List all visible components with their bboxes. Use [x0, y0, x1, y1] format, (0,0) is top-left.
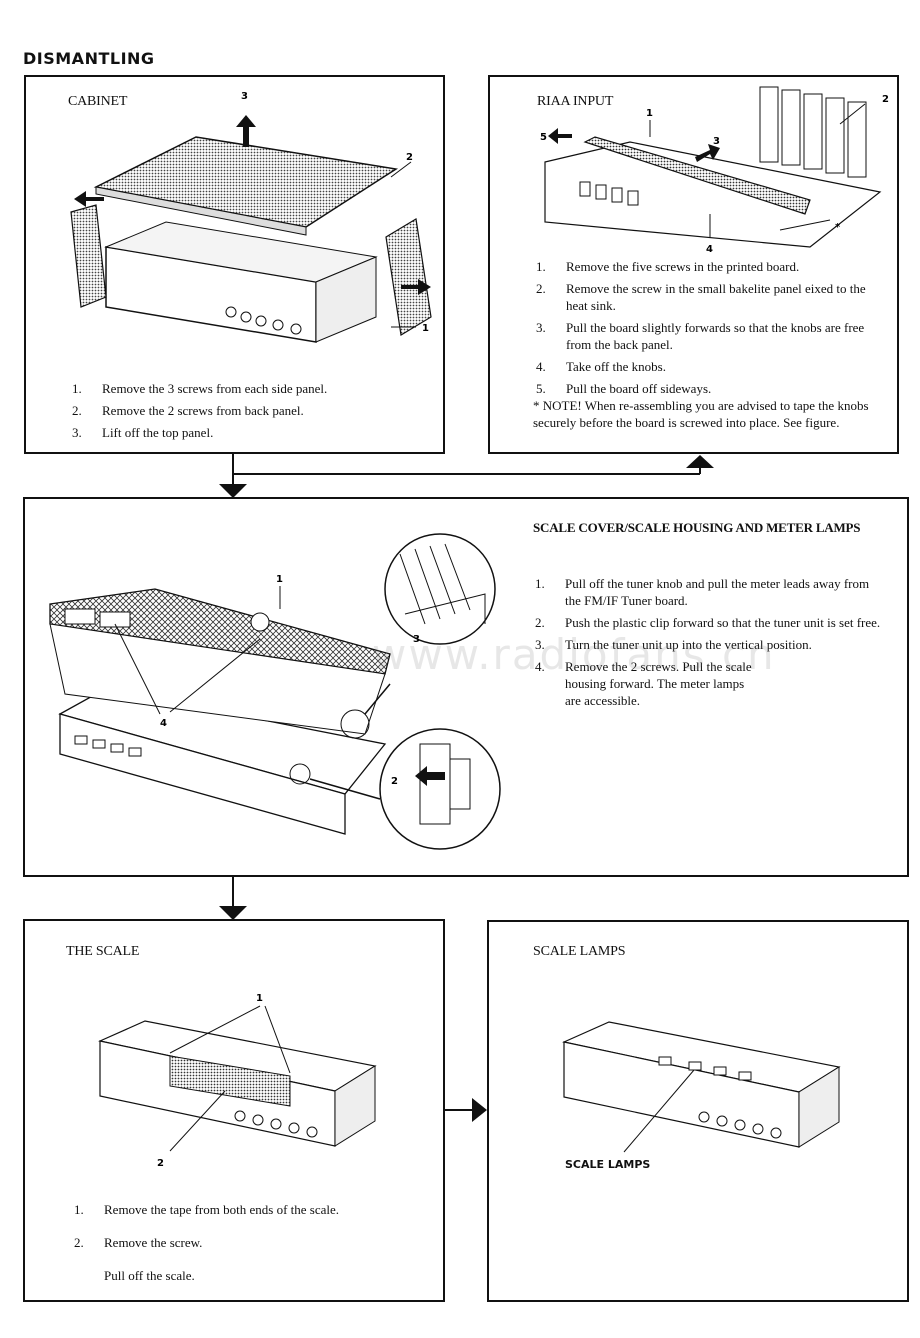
arrow-left-5 — [548, 128, 572, 144]
riaa-label-star: * — [835, 222, 841, 233]
scale-cover-steps: 1.Pull off the tuner knob and pull the m… — [535, 575, 885, 714]
panel-title-riaa: RIAA INPUT — [537, 94, 614, 109]
panel-title-the-scale: THE SCALE — [66, 944, 140, 959]
right-side-panel — [385, 218, 432, 336]
panel-title-scale-lamps: SCALE LAMPS — [533, 944, 626, 959]
scale-housing — [49, 588, 391, 675]
riaa-label-5: 5 — [540, 132, 547, 143]
riaa-note: * NOTE! When re-assembling you are advis… — [533, 398, 869, 430]
scale-cover-diagram: 1 2 3 4 — [49, 533, 501, 850]
panel-riaa-input: RIAA INPUT 1 2 3 4 5 * 1.Remove the five… — [488, 75, 899, 454]
list-item: 1.Remove the tape from both ends of the … — [74, 1202, 340, 1217]
panel-scale-cover: SCALE COVER/SCALE HOUSING AND METER LAMP… — [23, 497, 909, 877]
list-item: 3.Pull the board slightly forwards so th… — [536, 320, 865, 352]
arrow-push-clip — [415, 766, 445, 786]
panel-title-cabinet: CABINET — [68, 94, 128, 109]
heat-sink — [759, 86, 867, 178]
the-scale-label-2: 2 — [157, 1158, 164, 1169]
front-knobs — [234, 1110, 318, 1138]
cabinet-label-1: 1 — [422, 323, 429, 334]
arrow-left — [74, 191, 104, 207]
list-item: 5.Pull the board off sideways. — [536, 381, 712, 396]
front-knobs — [225, 306, 302, 335]
scale-lamps-callout: SCALE LAMPS — [565, 1158, 651, 1171]
arrow-3 — [695, 144, 720, 162]
list-item: 2.Remove the screw in the small bakelite… — [536, 281, 866, 313]
the-scale-diagram: 1 2 — [98, 993, 377, 1169]
cabinet-diagram: 3 2 1 — [70, 91, 432, 343]
list-item: 3.Lift off the top panel. — [72, 425, 214, 440]
riaa-label-2: 2 — [882, 94, 889, 105]
scale-glass — [169, 1055, 291, 1107]
list-item: 2.Remove the screw. — [74, 1235, 203, 1250]
the-scale-steps: 1.Remove the tape from both ends of the … — [74, 1201, 424, 1289]
arrow-up — [236, 115, 256, 147]
riaa-label-4: 4 — [706, 244, 713, 255]
riaa-diagram: 1 2 3 4 5 * — [540, 86, 889, 255]
cabinet-label-2: 2 — [406, 152, 413, 163]
list-item: 2.Push the plastic clip forward so that … — [535, 615, 881, 630]
panel-the-scale: THE SCALE 1 2 1.Remove the tape from bot… — [23, 919, 445, 1302]
arrow-down-2 — [219, 906, 247, 920]
riaa-steps: 1.Remove the five screws in the printed … — [536, 258, 881, 402]
list-item: 4.Take off the knobs. — [536, 359, 666, 374]
riaa-label-3: 3 — [713, 136, 720, 147]
arrow-down-1 — [219, 484, 247, 498]
panel-title-scale-cover: SCALE COVER/SCALE HOUSING AND METER LAMP… — [533, 520, 861, 535]
scale-lamps-diagram — [562, 1021, 841, 1153]
the-scale-label-1: 1 — [256, 993, 263, 1004]
arrow-up-riaa — [686, 455, 714, 468]
scale-cover-label-4: 4 — [160, 718, 167, 729]
page-heading: DISMANTLING — [23, 49, 155, 68]
list-item: Pull off the scale. — [104, 1268, 195, 1283]
scale-cover-label-2: 2 — [391, 776, 398, 787]
list-item: 2.Remove the 2 screws from back panel. — [72, 403, 304, 418]
detail-circle-top — [384, 533, 496, 645]
panel-scale-lamps: SCALE LAMPS SCALE LAMPS — [487, 920, 909, 1302]
detail-circle-bottom — [379, 728, 501, 850]
connectors — [579, 181, 639, 206]
cabinet-label-3: 3 — [241, 91, 248, 102]
list-item: 1.Pull off the tuner knob and pull the m… — [535, 576, 870, 608]
arrow-right-lamps — [472, 1098, 487, 1122]
watermark: www.radiofans.cn — [372, 630, 776, 679]
list-item: 1.Remove the 3 screws from each side pan… — [72, 381, 328, 396]
scale-cover-label-1: 1 — [276, 574, 283, 585]
tuner-knob — [250, 612, 270, 632]
list-item: 4.Remove the 2 screws. Pull the scale ho… — [535, 659, 752, 708]
list-item: 3.Turn the tuner unit up into the vertic… — [535, 637, 812, 652]
left-side-panel — [70, 204, 107, 308]
list-item: 1.Remove the five screws in the printed … — [536, 259, 800, 274]
printed-board — [583, 136, 811, 215]
front-knobs — [698, 1111, 782, 1139]
scale-cover-label-3: 3 — [413, 634, 420, 645]
lamp-holders — [658, 1056, 752, 1081]
panel-cabinet: CABINET 3 2 1 1.Remove the 3 screws from — [24, 75, 445, 454]
cabinet-steps: 1.Remove the 3 screws from each side pan… — [72, 380, 432, 446]
riaa-label-1: 1 — [646, 108, 653, 119]
arrow-right — [401, 279, 431, 295]
